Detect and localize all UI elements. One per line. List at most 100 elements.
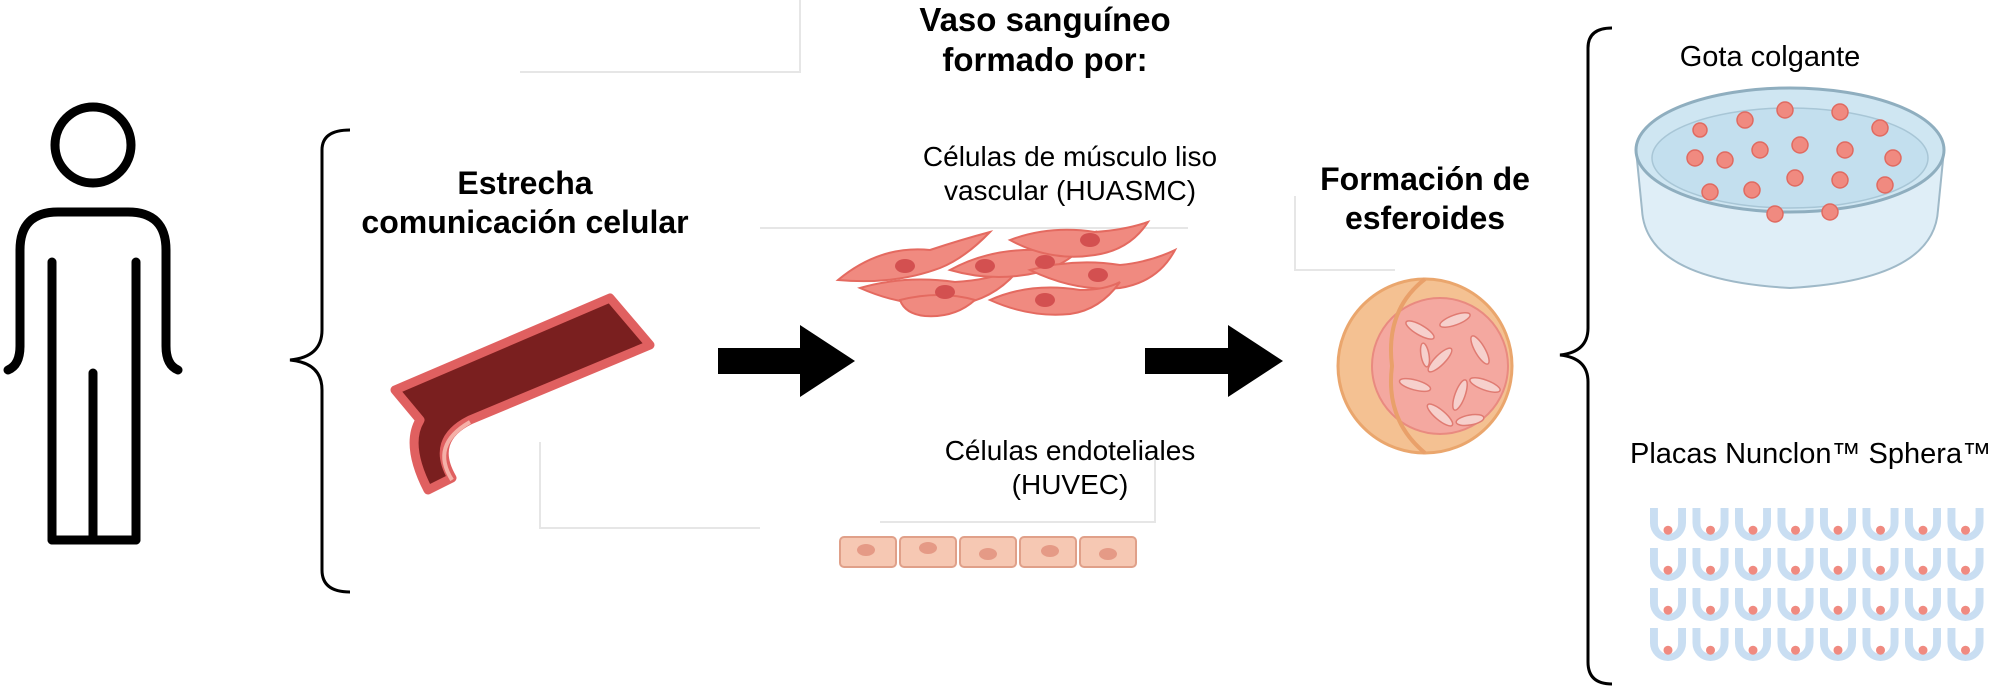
well [1947,628,1984,661]
well-spheroid [1748,645,1758,655]
well-spheroid [1961,605,1970,615]
well [1735,548,1771,581]
smooth-muscle-label: Células de músculo liso vascular (HUASMC… [800,140,1340,208]
well-spheroid [1706,605,1715,615]
well-spheroid [1961,525,1970,535]
well [1947,588,1984,621]
plates-label: Placas Nunclon™ Sphera™ [1630,438,1992,470]
smooth-muscle-label-line2: vascular (HUASMC) [943,175,1197,207]
well-spheroid [1876,605,1885,615]
well [1862,508,1899,541]
well [1650,548,1686,581]
well-spheroid [1961,645,1970,655]
bracket-right [1559,26,1613,686]
placeholder-boxes [520,0,1395,529]
well [1735,628,1771,661]
spheroid-icon [1336,277,1514,455]
placeholder-box-spheroid [1294,196,1395,271]
well [1735,508,1771,541]
endothelial-label-line1: Células endoteliales [944,435,1196,466]
placeholder-box-left [539,442,760,529]
well-spheroid [1833,525,1843,535]
well-spheroid [1791,565,1800,575]
well [1777,508,1814,541]
well-spheroid [1706,645,1715,655]
well-spheroid [1663,605,1673,615]
well-spheroid [1706,565,1715,575]
well-spheroid [1918,645,1928,655]
arrow-2 [1145,325,1283,397]
well [1777,588,1814,621]
well [1777,628,1814,661]
petri-dish-icon [1634,86,1946,290]
vessel-title-line1: Vaso sanguíneo [919,1,1171,38]
well-spheroid [1663,525,1673,535]
well-spheroid [1791,645,1800,655]
well [1650,508,1686,541]
well [1862,548,1899,581]
endothelial-nuclei [857,542,1117,560]
well [1862,588,1899,621]
well [1820,628,1856,661]
well [1692,508,1729,541]
well [1820,508,1856,541]
well-plate-icon [1650,508,1984,661]
bracket-left [289,128,351,594]
well [1947,548,1984,581]
communication-label-line2: comunicación celular [361,204,689,241]
well-spheroid [1961,565,1970,575]
spheroid-label-line2: esferoides [1344,200,1506,237]
arrow-1 [718,325,855,397]
well-spheroid [1918,605,1928,615]
well-spheroid [1876,525,1885,535]
well [1692,548,1729,581]
well-spheroid [1833,605,1843,615]
spheroid-label: Formación de esferoides [1285,160,1565,238]
well [1905,588,1941,621]
well [1905,628,1941,661]
smooth-muscle-nuclei [895,233,1108,307]
well-spheroid [1833,645,1843,655]
well [1735,588,1771,621]
well-spheroid [1748,525,1758,535]
well [1905,508,1941,541]
communication-label-line1: Estrecha [457,165,593,201]
endothelial-label: Células endoteliales (HUVEC) [830,434,1310,502]
well [1692,628,1729,661]
well-spheroid [1876,565,1885,575]
well [1905,548,1941,581]
well-spheroid [1748,605,1758,615]
well-spheroid [1663,645,1673,655]
well-spheroid [1918,525,1928,535]
vessel-title-line2: formado por: [942,41,1148,79]
person-icon [3,102,183,545]
well-spheroid [1663,565,1673,575]
well [1692,588,1729,621]
well-spheroid [1833,565,1843,575]
well [1862,628,1899,661]
well [1820,588,1856,621]
well-spheroid [1706,525,1715,535]
well-spheroid [1791,525,1800,535]
well-spheroid [1791,605,1800,615]
placeholder-box-huvec [880,450,1156,523]
well [1947,508,1984,541]
well [1777,548,1814,581]
vessel-title: Vaso sanguíneo formado por: [815,0,1275,81]
well [1820,548,1856,581]
smooth-muscle-cells-icon [835,220,1178,318]
spheroid-label-line1: Formación de [1320,161,1530,197]
placeholder-box-top [520,0,801,73]
well-spheroid [1876,645,1885,655]
well [1650,628,1686,661]
arrow-icon [718,325,1283,397]
communication-label: Estrecha comunicación celular [355,164,695,242]
well-spheroid [1918,565,1928,575]
hanging-drop-label: Gota colgante [1679,41,1861,73]
endothelial-label-line2: (HUVEC) [1011,469,1129,501]
smooth-muscle-label-line1: Células de músculo liso [922,141,1218,172]
well-spheroid [1748,565,1758,575]
well [1650,588,1686,621]
